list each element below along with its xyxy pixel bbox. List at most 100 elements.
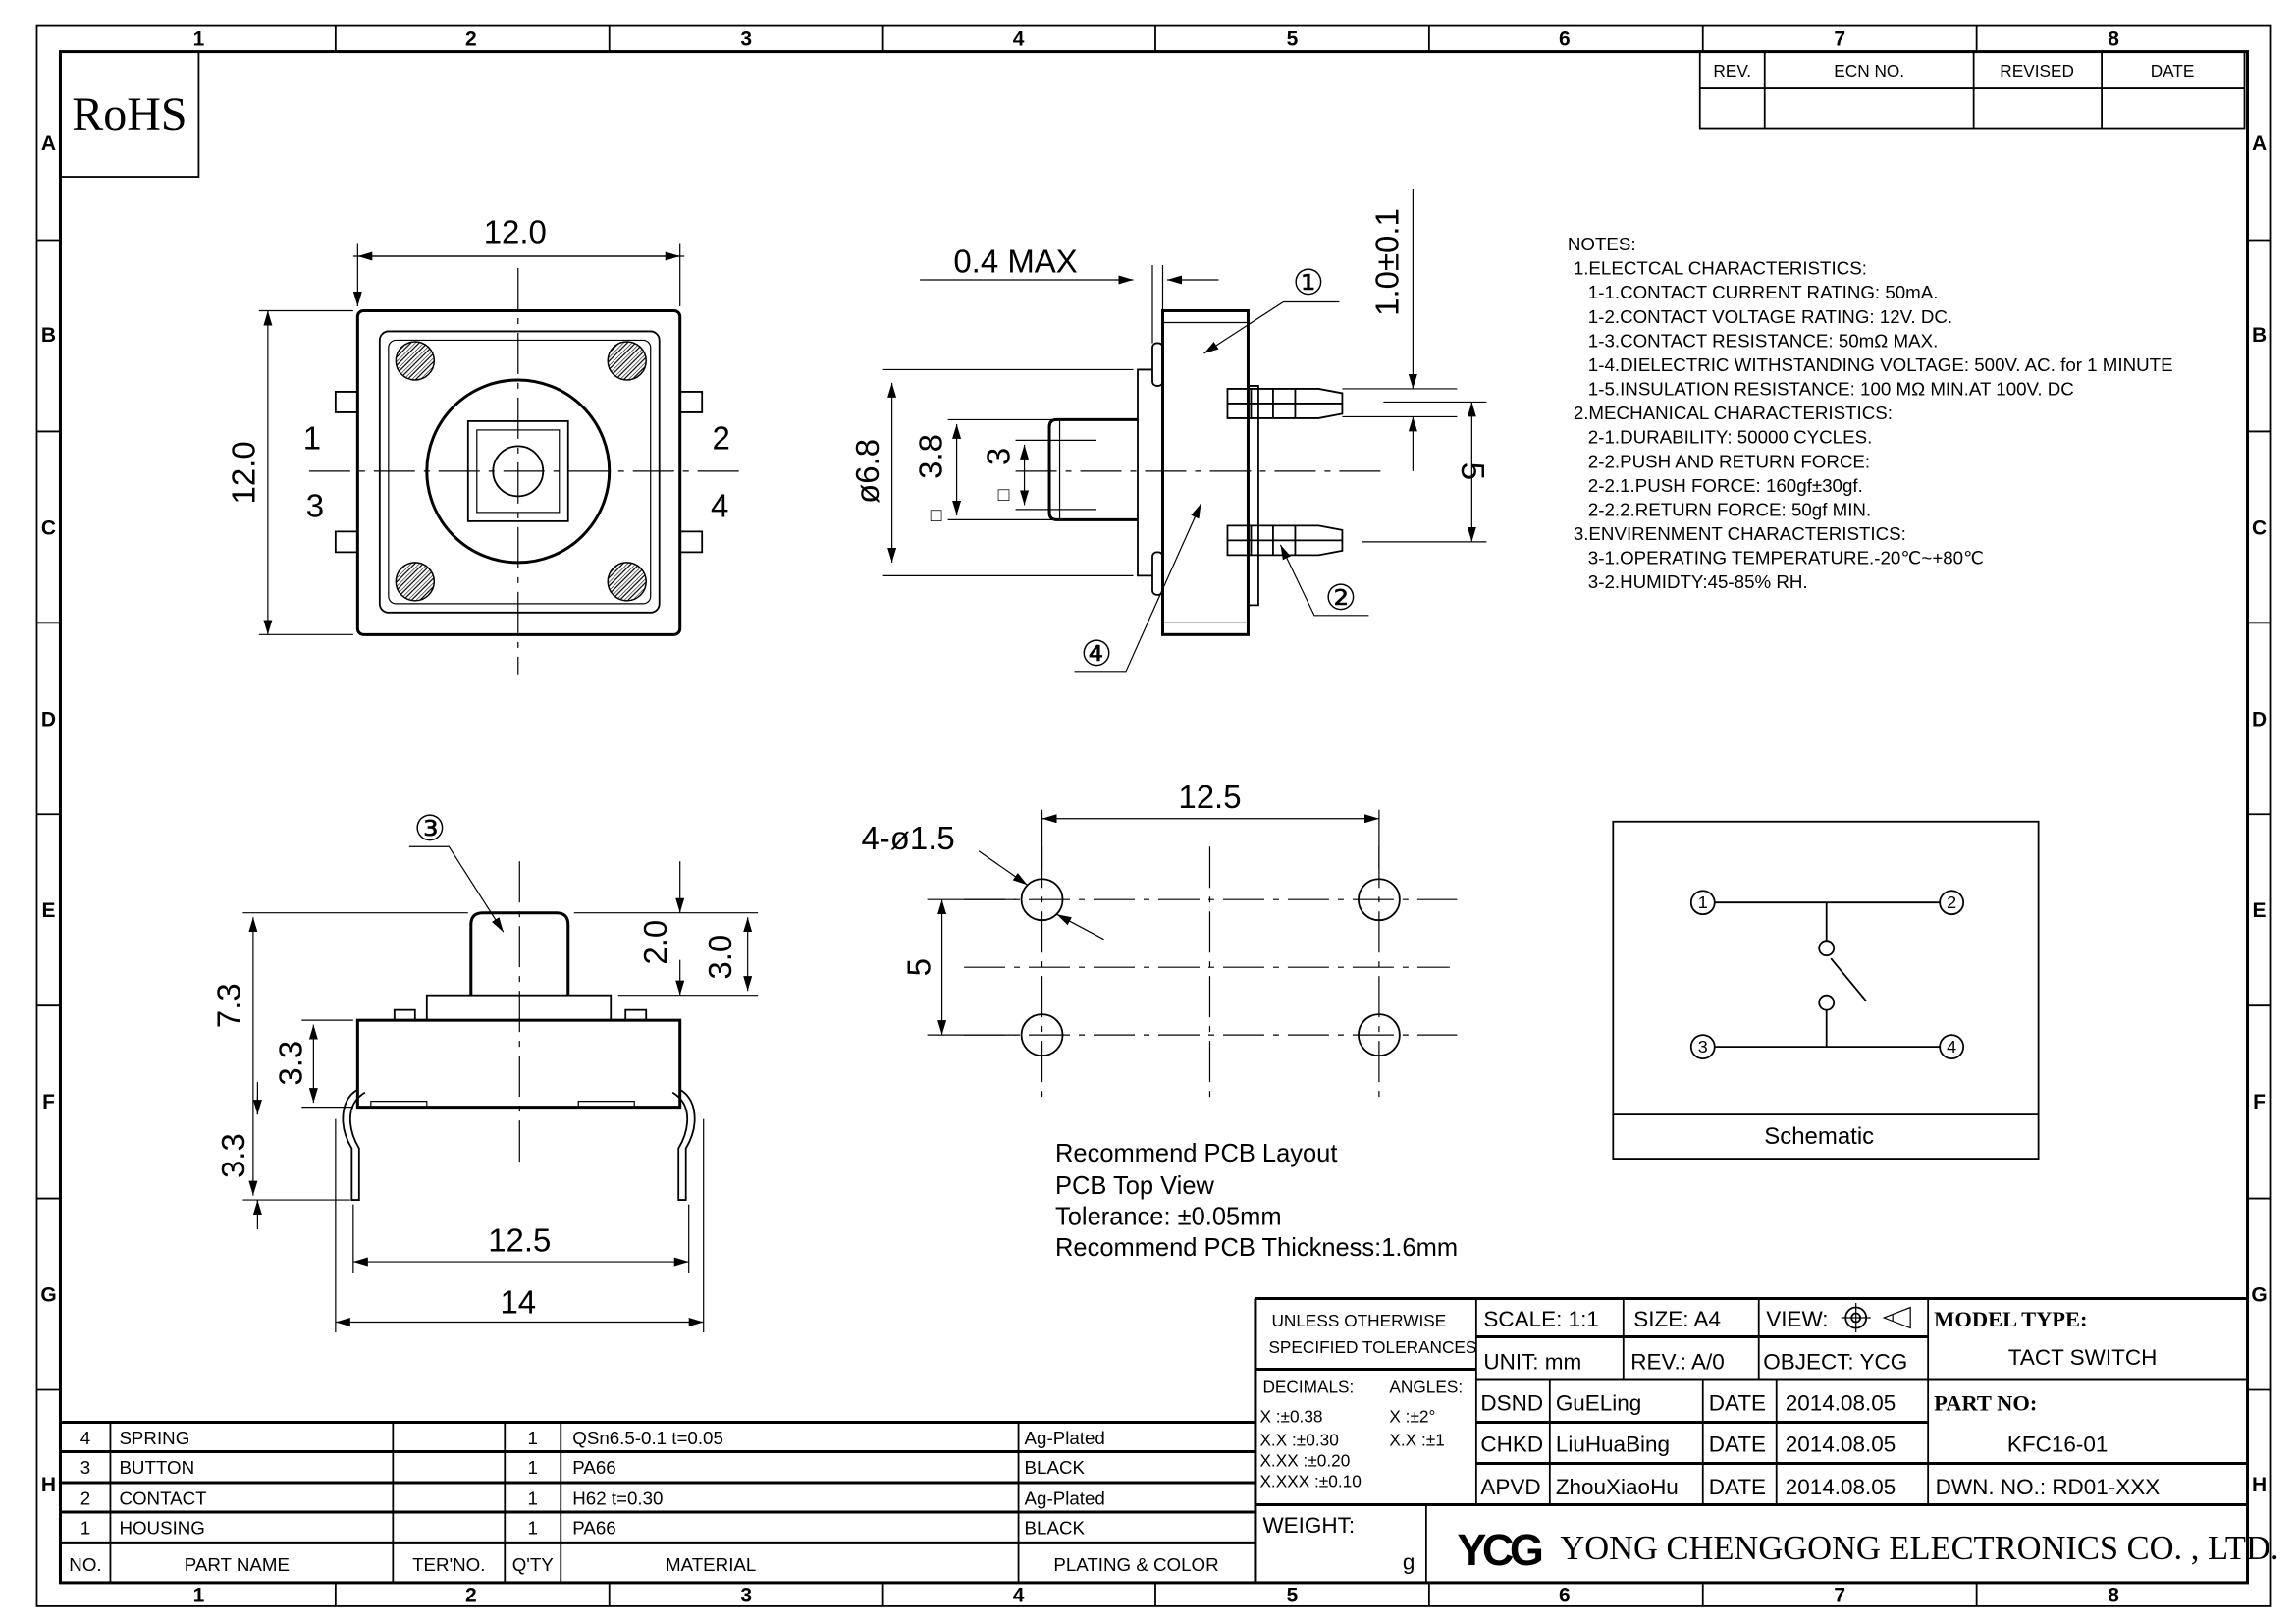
part-no-value: KFC16-01 [2007,1432,2108,1456]
rohs-label: RoHS [72,88,187,140]
schematic-pin-2: 2 [1947,893,1956,912]
note-line: 2-1.DURABILITY: 50000 CYCLES. [1588,427,1872,448]
revised-header: REVISED [2000,61,2074,81]
part-name-cell: HOUSING [119,1517,204,1538]
company-logo: YCG [1457,1525,1541,1575]
col-header-no: NO. [69,1554,101,1575]
note-line: 1-4.DIELECTRIC WITHSTANDING VOLTAGE: 500… [1588,354,2173,375]
decimals-label: DECIMALS: [1262,1377,1354,1396]
plating-cell: Ag-Plated [1025,1428,1105,1448]
pin-span-dim: 12.5 [488,1222,551,1259]
zone-row-right: B [2252,324,2267,347]
material-cell: PA66 [572,1457,615,1478]
callout-4: ④ [1081,633,1112,674]
signoff-role: APVD [1480,1475,1540,1499]
title-block: UNLESS OTHERWISE SPECIFIED TOLERANCES DE… [1254,1297,2278,1583]
zone-column-top: 1 [193,28,205,51]
part-name-cell: CONTACT [119,1488,207,1508]
top-width-dim: 12.0 [484,213,547,249]
part-no-cell: 4 [80,1428,90,1448]
rev-header: REV. [1713,61,1751,81]
revision-table: REV. ECN NO. REVISED DATE [1698,50,2246,130]
weight-label: WEIGHT: [1262,1513,1355,1538]
zone-column-top: 8 [2108,28,2119,51]
signoff-date: 2014.08.05 [1786,1390,1896,1415]
signoff-role: CHKD [1480,1432,1543,1456]
zone-column-top: 5 [1287,28,1299,51]
square-symbol: □ [931,505,942,526]
hole-spec: 4-ø1.5 [861,820,954,856]
part-no-cell: 3 [80,1457,90,1478]
tolerance-title-1: UNLESS OTHERWISE [1271,1311,1446,1330]
decimal-xx: X.X :±0.30 [1259,1430,1338,1449]
zone-row-left: E [41,899,55,922]
part-no-cell: 2 [80,1488,90,1508]
col-header-part-name: PART NAME [185,1554,290,1575]
pcb-layout: 12.5 5 4-ø1.5 Recommend PCB Layout PCB T… [861,779,1458,1262]
zone-column-bottom: 2 [465,1584,477,1606]
zone-row-right: E [2253,899,2267,922]
qty-cell: 1 [528,1517,538,1538]
signoff-name: ZhouXiaoHu [1556,1475,1679,1499]
zone-row-right: C [2252,516,2267,539]
button-total-dim: 3.0 [702,935,738,980]
qty-cell: 1 [528,1457,538,1478]
zone-row-left: A [41,133,56,155]
qty-cell: 1 [528,1428,538,1448]
zone-row-left: F [42,1091,55,1113]
note-line: 1-3.CONTACT RESISTANCE: 50mΩ MAX. [1588,330,1939,351]
part-no-cell: 1 [80,1517,90,1538]
zone-row-right: H [2252,1474,2267,1496]
notes-title: NOTES: [1568,234,1636,254]
material-cell: QSn6.5-0.1 t=0.05 [572,1428,723,1448]
part-name-cell: BUTTON [119,1457,194,1478]
note-line: 2.MECHANICAL CHARACTERISTICS: [1574,403,1893,423]
unit-value: UNIT: mm [1483,1350,1581,1375]
top-height-dim: 12.0 [225,441,261,504]
signoff-name: GuELing [1556,1390,1642,1415]
dwn-no-value: DWN. NO.: RD01-XXX [1936,1475,2161,1499]
view-label: VIEW: [1766,1307,1828,1331]
pcb-note-2: PCB Top View [1055,1172,1214,1200]
overall-width-dim: 14 [500,1284,536,1321]
schematic-pin-1: 1 [1698,893,1708,912]
schematic: Schematic 1 2 3 4 [1612,820,2040,1160]
stem-square-dim: 3 [981,448,1017,465]
rev-value: REV.: A/0 [1630,1350,1724,1375]
front-view: ③ 7.3 3.3 3.3 2.0 3.0 12.5 14 [210,808,759,1333]
angles-label: ANGLES: [1389,1377,1463,1396]
decimal-xxx: X.XX :±0.20 [1259,1450,1350,1470]
zone-column-bottom: 5 [1287,1584,1299,1606]
pitch-dim: 5 [1455,462,1491,480]
part-no-label: PART NO: [1934,1390,2037,1415]
pin-width-dim: 1.0±0.1 [1368,208,1405,316]
zone-row-left: H [41,1474,56,1496]
top-view: 1 2 3 4 12.0 12.0 [225,213,744,675]
zone-column-bottom: 3 [740,1584,752,1606]
date-header: DATE [2151,61,2195,81]
button-height-dim: 2.0 [637,920,673,965]
note-line: 1-1.CONTACT CURRENT RATING: 50mA. [1588,282,1939,302]
zone-column-top: 4 [1013,28,1025,51]
leg-height-dim: 3.3 [215,1133,251,1178]
zone-row-right: D [2252,708,2267,731]
signoff-date-label: DATE [1709,1475,1766,1499]
schematic-pin-3: 3 [1698,1037,1708,1056]
plating-cell: BLACK [1025,1517,1086,1538]
signoff-date-label: DATE [1709,1390,1766,1415]
pin-label-4: 4 [711,487,728,523]
callout-2: ② [1325,577,1357,618]
note-line: 3-1.OPERATING TEMPERATURE.-20℃~+80℃ [1588,548,1984,568]
pin-label-2: 2 [713,419,730,456]
weight-unit: g [1403,1549,1415,1574]
zone-row-left: C [41,516,56,539]
callout-3: ③ [414,808,446,848]
